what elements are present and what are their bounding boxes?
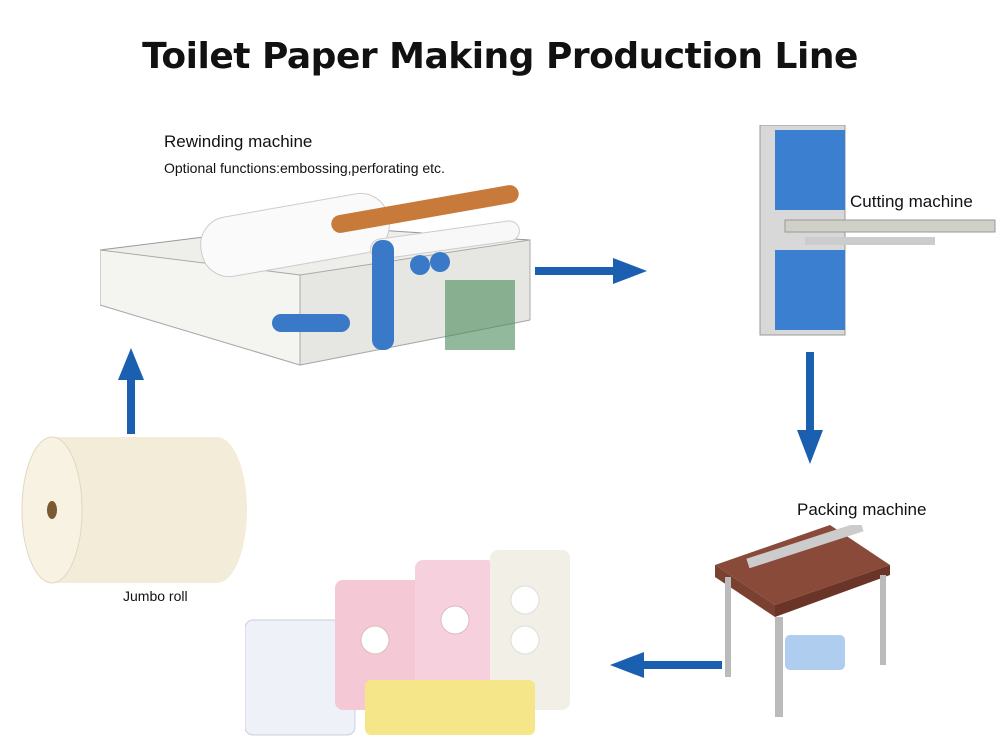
rewinding-label: Rewinding machine (164, 132, 313, 151)
rewinding-machine-image (100, 185, 531, 366)
page-title: Toilet Paper Making Production Line (142, 36, 858, 77)
cutting-label: Cutting machine (850, 192, 973, 211)
packing-machine-image (715, 525, 890, 717)
rewinding-note: Optional functions:embossing,perforating… (164, 160, 445, 176)
finished-products-image (245, 550, 570, 736)
arrow-left-icon (610, 652, 722, 678)
jumbo-label: Jumbo roll (123, 588, 188, 604)
packing-label: Packing machine (797, 500, 927, 519)
arrow-up-icon (118, 348, 144, 434)
arrow-right-icon (535, 258, 647, 284)
cutting-machine-image (759, 125, 996, 336)
jumbo-roll-image (21, 436, 247, 584)
arrow-down-icon (797, 352, 823, 464)
